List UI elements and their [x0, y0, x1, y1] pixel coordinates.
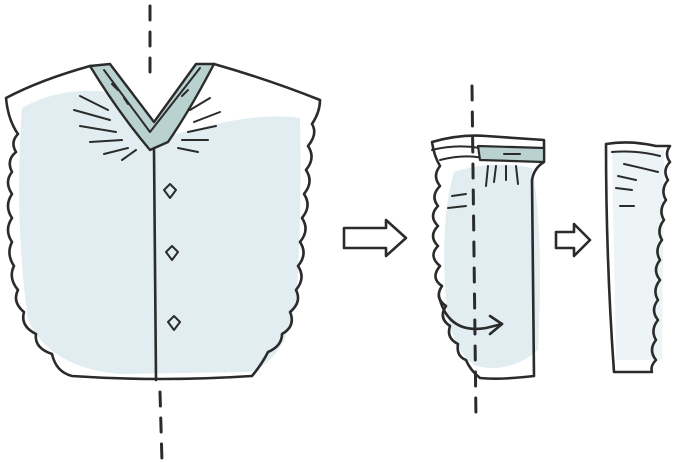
shirt-outline — [4, 62, 322, 381]
center-fold-line-bottom — [158, 390, 164, 462]
strip-top-fold — [611, 150, 661, 207]
collar-stitch — [111, 83, 189, 105]
collar-band — [88, 62, 216, 152]
fold-over-arrowhead — [488, 314, 504, 336]
shirt-wash — [19, 90, 301, 374]
step-2-folded-shirt-icon — [430, 84, 546, 422]
arrow-right-icon — [554, 222, 592, 258]
folded-top-edge — [431, 145, 483, 161]
step-3-folded-strip-icon — [604, 141, 672, 374]
second-fold-line — [470, 84, 478, 422]
collar-gather-lines — [73, 95, 221, 161]
button-icon — [167, 315, 181, 331]
step-1-shirt-icon — [4, 4, 322, 462]
fold-over-arrow-icon — [438, 298, 504, 331]
shirt-buttons — [163, 183, 181, 331]
collar-inner-line — [103, 67, 201, 133]
strip-outline — [604, 141, 672, 374]
strip-wash — [612, 150, 664, 360]
placket-line — [152, 148, 158, 382]
button-icon — [165, 245, 179, 261]
button-icon — [163, 183, 177, 199]
folded-wash — [444, 164, 540, 368]
arrow-right-icon — [342, 218, 408, 258]
folded-gather-lines — [447, 165, 519, 209]
